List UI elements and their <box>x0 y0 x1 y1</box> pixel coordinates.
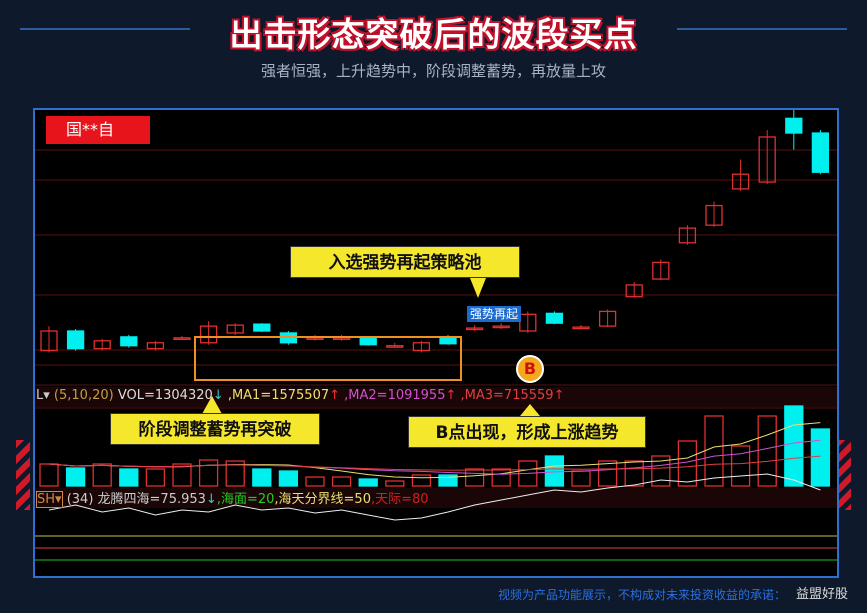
volume-ma-line <box>48 455 821 471</box>
volume-bar <box>145 468 166 487</box>
osc-sea-value: ,海面=20 <box>216 492 275 507</box>
candle-up <box>519 313 537 332</box>
side-decoration-left <box>16 440 30 510</box>
callout-b-point: B点出现，形成上涨趋势 <box>408 416 646 448</box>
candle-up <box>625 284 643 298</box>
candle-up <box>226 324 244 334</box>
page-title: 出击形态突破后的波段买点 <box>229 15 638 54</box>
volume-bar <box>305 476 325 487</box>
volume-bar <box>385 480 405 487</box>
stock-name-tag: 国**自 <box>46 116 150 144</box>
osc-sky-value: ,天际=80 <box>370 492 429 507</box>
vol-params: (5,10,20) <box>53 388 114 403</box>
callout-pointer <box>202 396 222 414</box>
b-point-marker: B <box>516 355 544 383</box>
title-decoration-right <box>677 28 847 30</box>
volume-bar <box>358 478 378 487</box>
candle-up <box>572 326 590 330</box>
volume-bar <box>784 405 804 487</box>
volume-bar <box>730 445 751 487</box>
candle-up <box>492 325 510 329</box>
indicator-menu[interactable]: L▾ <box>36 388 50 403</box>
ma1-value: ,MA1=1575507 <box>227 388 330 403</box>
callout-consolidation: 阶段调整蓄势再突破 <box>110 413 320 445</box>
callout-pointer <box>470 278 486 298</box>
callout-strategy-pool: 入选强势再起策略池 <box>290 246 520 278</box>
volume-bar <box>278 470 299 487</box>
candle-up <box>412 342 431 352</box>
osc-params: (34) <box>66 492 94 507</box>
ma2-value: ,MA2=1091955 <box>344 388 446 403</box>
volume-bar <box>65 467 86 487</box>
volume-bar <box>597 460 618 487</box>
volume-bar <box>119 468 139 487</box>
indicator-menu[interactable]: SH▾ <box>36 491 63 508</box>
candle-down <box>66 330 85 350</box>
volume-bar <box>252 468 272 487</box>
volume-bar <box>172 463 192 487</box>
volume-bar <box>225 460 245 487</box>
title-decoration-left <box>20 28 190 30</box>
up-arrow-icon: ↑ <box>445 388 457 403</box>
ma3-value: ,MA3=715559 <box>460 388 554 403</box>
side-decoration-right <box>837 440 851 510</box>
oscillator-line <box>48 473 821 521</box>
down-arrow-icon: ↓ <box>212 388 224 403</box>
vol-value: VOL=1304320 <box>117 388 213 403</box>
candle-up <box>146 342 165 350</box>
up-arrow-icon: ↑ <box>553 388 565 403</box>
volume-bar <box>331 476 352 487</box>
volume-bar <box>544 455 565 487</box>
candle-up <box>173 337 191 341</box>
volume-bar <box>624 460 644 487</box>
candle-up <box>40 330 58 352</box>
up-arrow-icon: ↑ <box>329 388 341 403</box>
candle-up <box>652 261 670 280</box>
stock-chart-panel[interactable] <box>33 108 839 578</box>
volume-bar <box>438 474 458 487</box>
watermark: 益盟好股 <box>796 587 849 602</box>
candle-up <box>598 310 617 327</box>
volume-bar <box>677 440 698 487</box>
volume-bar <box>757 415 777 487</box>
indicator-header-bg <box>35 387 837 407</box>
candle-up <box>705 204 723 226</box>
candle-up <box>758 136 776 183</box>
osc-main-value: 龙腾四海=75.953 <box>97 492 206 507</box>
volume-bar <box>571 470 591 487</box>
candlestick-chart <box>35 110 837 561</box>
candle-up <box>199 325 218 344</box>
volume-bar <box>411 474 432 487</box>
oscillator-indicator-bar: SH▾ (34) 龙腾四海=75.953↓,海面=20,海天分界线=50,天际=… <box>36 488 429 508</box>
candle-up <box>386 345 404 348</box>
volume-bar <box>198 459 219 487</box>
candle-up <box>465 327 484 331</box>
volume-indicator-bar: L▾ (5,10,20) VOL=1304320↓ ,MA1=1575507↑ … <box>36 388 564 403</box>
volume-bar <box>464 468 485 487</box>
candle-down <box>811 132 830 173</box>
candle-up <box>731 173 750 190</box>
down-arrow-icon: ↓ <box>205 492 217 507</box>
volume-bar <box>651 455 671 487</box>
osc-line-value: ,海天分界线=50 <box>274 492 371 507</box>
candle-down <box>785 117 803 134</box>
volume-bar <box>704 415 724 487</box>
candle-down <box>120 336 138 347</box>
consolidation-box <box>194 336 462 381</box>
page-subtitle: 强者恒强，上升趋势中，阶段调整蓄势，再放量上攻 <box>260 62 606 80</box>
volume-bar <box>92 463 112 487</box>
candle-down <box>545 312 564 324</box>
strong-rebound-badge: 强势再起 <box>467 306 522 322</box>
candle-down <box>253 323 271 332</box>
volume-bar <box>810 428 831 487</box>
disclaimer: 视频为产品功能展示，不构成对未来投资收益的承诺： <box>498 588 787 602</box>
volume-bar <box>39 463 59 487</box>
candle-up <box>93 340 111 350</box>
candle-up <box>678 227 697 244</box>
callout-pointer <box>520 404 540 416</box>
indicator-header-bg <box>35 488 837 508</box>
volume-bar <box>491 468 511 487</box>
